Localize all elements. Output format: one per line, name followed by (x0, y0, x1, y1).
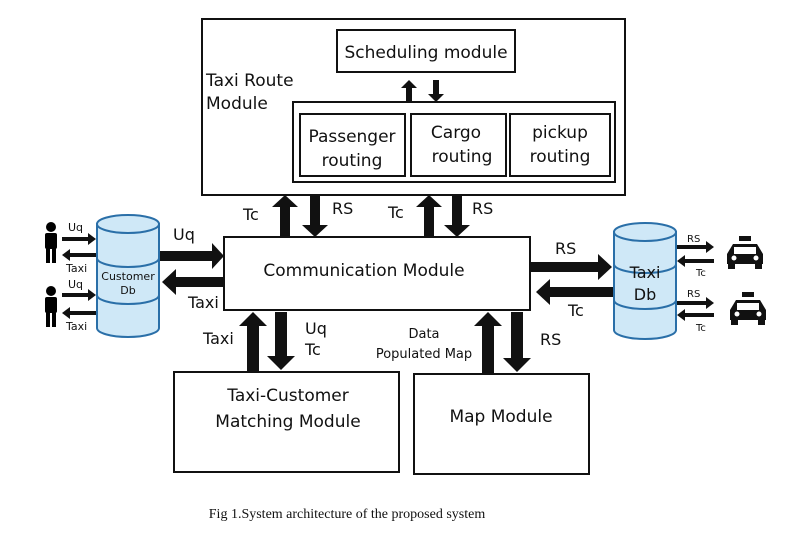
uq-label-person-1: Uq (68, 221, 83, 234)
taxi-label-person-2: Taxi (65, 320, 87, 333)
rs-label-taxidb: RS (555, 239, 576, 258)
uq-label-matching: Uq (305, 319, 327, 338)
map-module-box (413, 373, 590, 475)
customer-db-cylinder (96, 214, 160, 338)
tc-label-right: Tc (387, 203, 404, 222)
tc-label-matching: Tc (304, 340, 321, 359)
rs-label-car-1: RS (687, 234, 700, 245)
communication-module-box (223, 236, 531, 311)
scheduling-module-box (336, 29, 516, 73)
rs-label-map: RS (540, 330, 561, 349)
data-label-map-2: Populated Map (376, 347, 472, 362)
taxi-car-icon (730, 292, 766, 325)
scheduling-module-label: Scheduling module (344, 43, 507, 63)
customer-db-label-1: Customer (101, 270, 155, 283)
taxidb-car-arrows (677, 241, 714, 321)
figure-caption: Fig 1.System architecture of the propose… (209, 507, 486, 522)
passenger-routing-box (299, 113, 406, 177)
passenger-routing-label-1: Passenger (308, 127, 395, 147)
cargo-routing-label-2: routing (432, 147, 493, 167)
scheduling-exchange-arrows (401, 80, 444, 102)
rs-label-right: RS (472, 199, 493, 218)
customer-db-label-2: Db (120, 284, 135, 297)
matching-module-label-1: Taxi-Customer (226, 386, 348, 406)
person-icon (45, 222, 57, 263)
route-comm-arrows (272, 195, 470, 237)
person-db-arrows (62, 233, 96, 319)
comm-matching-arrows (239, 312, 295, 372)
pickup-routing-label-1: pickup (532, 123, 588, 143)
taxi-route-module-title: Taxi Route (205, 71, 294, 91)
tc-label-taxidb: Tc (567, 301, 584, 320)
passenger-routing-label-2: routing (322, 151, 383, 171)
matching-module-label-2: Matching Module (215, 412, 360, 432)
rs-label-left: RS (332, 199, 353, 218)
tc-label-car-2: Tc (695, 323, 706, 334)
taxi-label-comm: Taxi (187, 293, 219, 312)
taxi-db-label-2: Db (634, 285, 656, 304)
taxi-label-matching: Taxi (202, 329, 234, 348)
comm-map-arrows (474, 312, 531, 374)
pickup-routing-box (509, 113, 611, 177)
rs-label-car-2: RS (687, 289, 700, 300)
data-label-map-1: Data (408, 327, 439, 342)
map-module-label: Map Module (449, 407, 552, 427)
tc-label-left: Tc (242, 205, 259, 224)
tc-label-car-1: Tc (695, 268, 706, 279)
taxi-route-module-title-2: Module (206, 94, 268, 114)
cargo-routing-label-1: Cargo (431, 123, 481, 143)
uq-label-comm: Uq (173, 225, 195, 244)
uq-label-person-2: Uq (68, 278, 83, 291)
taxi-db-label-1: Taxi (629, 263, 661, 282)
taxi-car-icon (727, 236, 763, 269)
taxi-label-person-1: Taxi (65, 262, 87, 275)
comm-taxidb-arrows (530, 254, 614, 305)
communication-module-label: Communication Module (263, 261, 464, 281)
customer-comm-arrows (158, 243, 224, 295)
matching-module-box (173, 371, 400, 473)
pickup-routing-label-2: routing (530, 147, 591, 167)
cargo-routing-box (410, 113, 507, 177)
taxi-db-cylinder (613, 222, 677, 340)
person-icon (45, 286, 57, 327)
